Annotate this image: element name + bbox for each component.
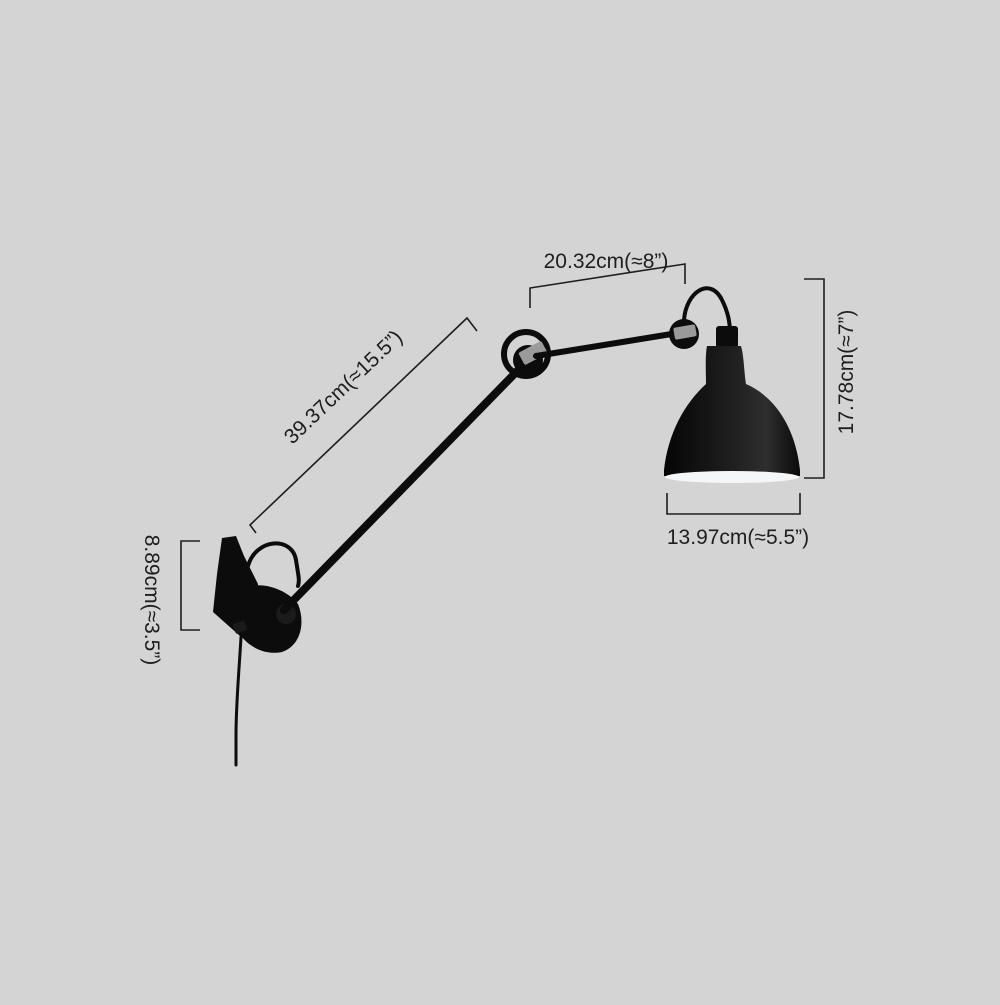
shade-inner-rim [665,471,799,483]
lamp-shade [664,346,800,476]
shade-width-dimension-bracket [666,493,801,515]
short-arm [533,329,687,359]
mount-screw [232,620,248,634]
long-arm-dimension-bracket [248,316,478,534]
short-arm-dimension-label: 20.32cm(≈8”) [544,250,669,273]
mount-loop-wire [246,541,301,588]
mount-height-dimension-label: 8.89cm(≈3.5”) [140,535,163,666]
shade-width-dimension-label: 13.97cm(≈5.5”) [667,526,809,549]
shade-socket [716,326,738,348]
shade-height-dimension-label: 17.78cm(≈7”) [835,310,858,435]
long-arm [280,358,530,614]
mount-height-dimension-bracket [180,540,200,631]
long-arm-dimension-label: 39.37cm(≈15.5”) [280,326,407,449]
elbow-clip [518,341,548,365]
shade-wire-hook [682,286,732,336]
short-arm-dimension-bracket [529,263,686,308]
power-cord [234,618,244,767]
shade-knuckle-clip [673,324,697,340]
mount-joint [236,585,302,653]
shade-height-dimension-bracket [804,278,825,479]
